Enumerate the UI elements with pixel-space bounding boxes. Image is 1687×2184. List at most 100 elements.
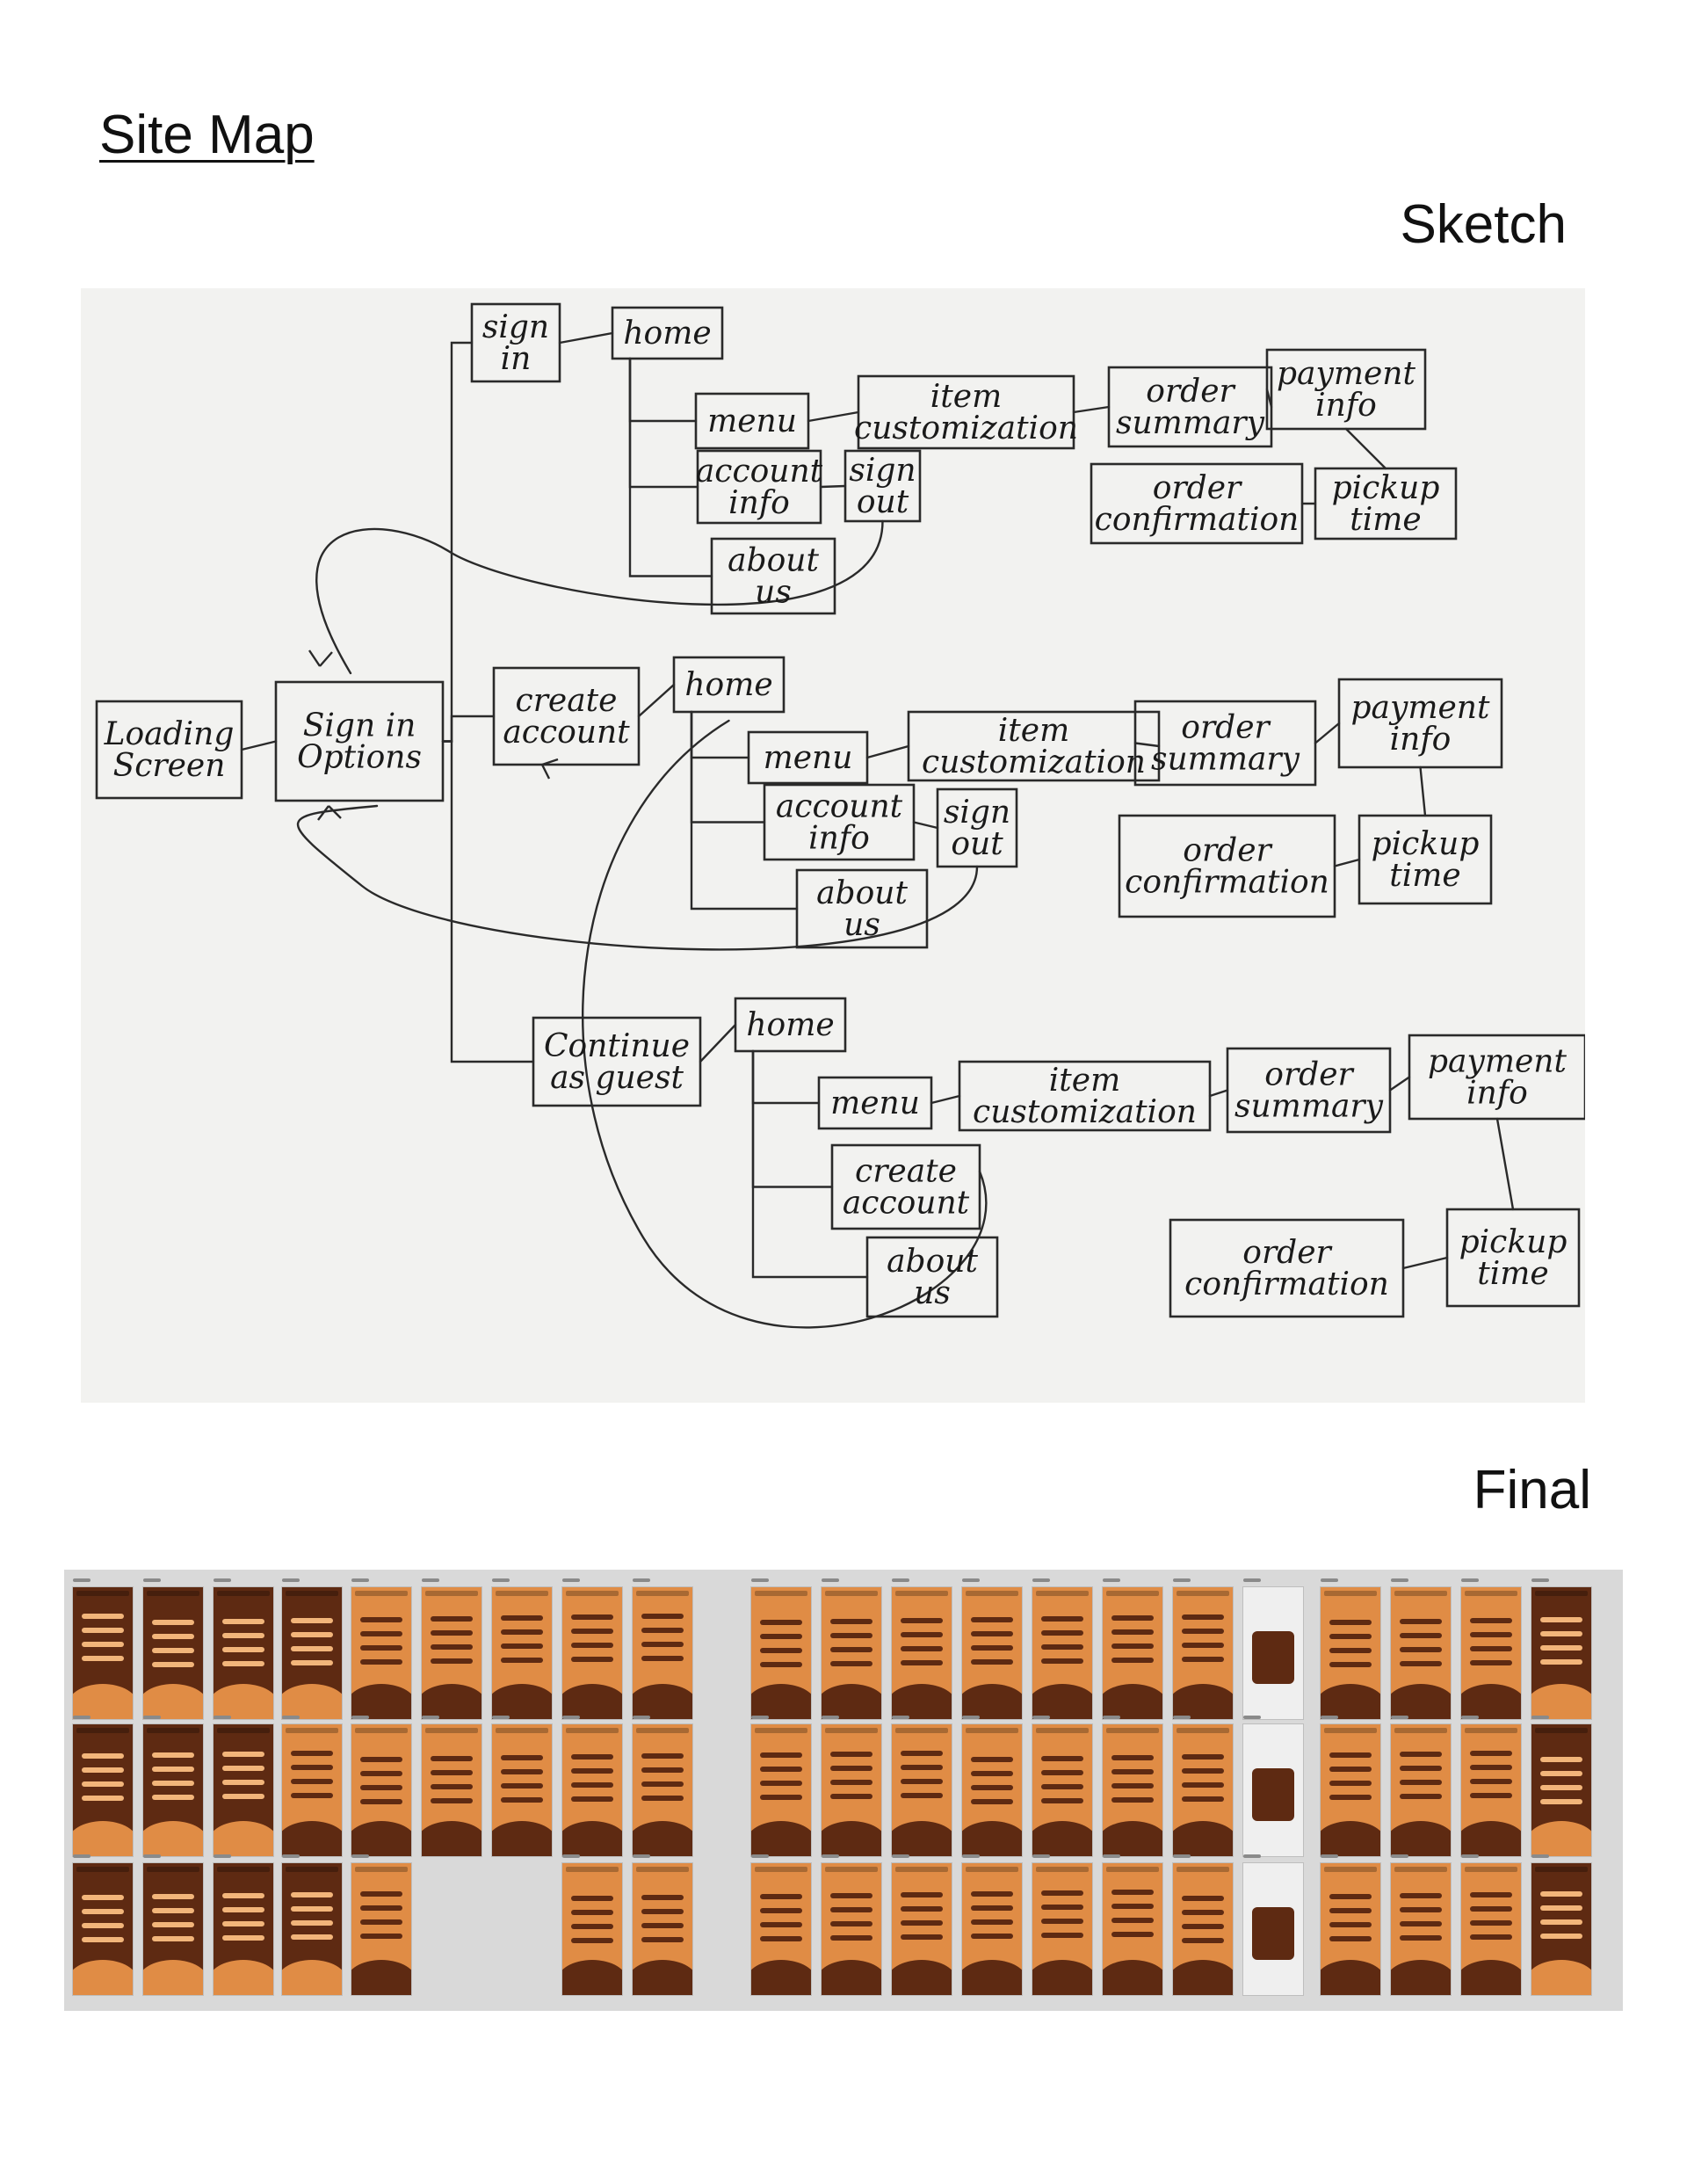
screen-thumbnail[interactable]: [73, 1863, 133, 1995]
decor-wave: [751, 1821, 811, 1856]
screen-thumbnail[interactable]: [1321, 1724, 1380, 1856]
screen-thumbnail[interactable]: [1321, 1863, 1380, 1995]
screen-thumbnail[interactable]: [1391, 1724, 1451, 1856]
screen-thumbnail[interactable]: [282, 1724, 342, 1856]
screen-thumbnail[interactable]: [351, 1863, 411, 1995]
frame-label: [282, 1578, 300, 1582]
screen-thumbnail[interactable]: [633, 1724, 692, 1856]
node-label: payment: [1277, 356, 1415, 392]
status-bar: [1324, 1728, 1377, 1733]
screen-thumbnail[interactable]: [282, 1863, 342, 1995]
screen-thumbnail[interactable]: [143, 1863, 203, 1995]
screen-thumbnail[interactable]: [1103, 1724, 1162, 1856]
screen-thumbnail[interactable]: [351, 1587, 411, 1719]
screen-thumbnail[interactable]: [1173, 1724, 1233, 1856]
screen-thumbnail[interactable]: [1243, 1863, 1303, 1995]
screen-thumbnail[interactable]: [73, 1587, 133, 1719]
screen-thumbnail[interactable]: [143, 1587, 203, 1719]
screen-thumbnail[interactable]: [1032, 1863, 1092, 1995]
screen-thumbnail[interactable]: [822, 1724, 881, 1856]
screen-thumbnail[interactable]: [1103, 1587, 1162, 1719]
content-row: [1540, 1891, 1582, 1897]
content-row: [152, 1752, 194, 1758]
screen-thumbnail[interactable]: [962, 1587, 1022, 1719]
status-bar: [966, 1867, 1018, 1872]
content-row: [1111, 1904, 1154, 1909]
content-row: [1329, 1620, 1372, 1625]
node-box: [1265, 348, 1427, 431]
screen-thumbnail[interactable]: [422, 1724, 481, 1856]
screen-thumbnail[interactable]: [1391, 1863, 1451, 1995]
screen-thumbnail[interactable]: [1461, 1724, 1521, 1856]
status-bar: [825, 1591, 878, 1596]
status-bar: [76, 1867, 129, 1872]
screen-thumbnail[interactable]: [1391, 1587, 1451, 1719]
screen-thumbnail[interactable]: [962, 1724, 1022, 1856]
screen-thumbnail[interactable]: [1243, 1724, 1303, 1856]
node-box: [274, 680, 445, 802]
screen-thumbnail[interactable]: [1531, 1587, 1591, 1719]
screen-thumbnail[interactable]: [962, 1863, 1022, 1995]
frame-label: [492, 1716, 510, 1719]
status-bar: [566, 1867, 619, 1872]
screen-thumbnail[interactable]: [1032, 1724, 1092, 1856]
content-row: [360, 1631, 402, 1636]
node-label: pickup: [1332, 470, 1440, 506]
screen-thumbnail[interactable]: [214, 1863, 273, 1995]
screen-thumbnail[interactable]: [1173, 1587, 1233, 1719]
node-box: [696, 449, 822, 525]
content-row: [1111, 1615, 1154, 1621]
screen-thumbnail[interactable]: [492, 1587, 552, 1719]
screen-thumbnail[interactable]: [1531, 1863, 1591, 1995]
screen-thumbnail[interactable]: [492, 1724, 552, 1856]
screen-thumbnail[interactable]: [633, 1587, 692, 1719]
content-row: [1470, 1618, 1512, 1623]
status-bar: [966, 1728, 1018, 1733]
content-row: [641, 1753, 684, 1759]
screen-thumbnail[interactable]: [751, 1587, 811, 1719]
screen-thumbnail[interactable]: [282, 1587, 342, 1719]
screen-thumbnail[interactable]: [1531, 1724, 1591, 1856]
content-row: [82, 1923, 124, 1928]
content-row: [571, 1657, 613, 1662]
screen-thumbnail[interactable]: [562, 1863, 622, 1995]
screen-thumbnail[interactable]: [1243, 1587, 1303, 1719]
node-label: summary: [1151, 742, 1300, 778]
content-row: [1111, 1783, 1154, 1789]
screen-thumbnail[interactable]: [892, 1724, 952, 1856]
screen-thumbnail[interactable]: [633, 1863, 692, 1995]
node-label: home: [623, 316, 711, 352]
frame-label: [1461, 1578, 1479, 1582]
content-row: [571, 1768, 613, 1774]
screen-thumbnail[interactable]: [73, 1724, 133, 1856]
screen-thumbnail[interactable]: [1461, 1587, 1521, 1719]
node-label: sign: [944, 795, 1010, 831]
screen-thumbnail[interactable]: [562, 1587, 622, 1719]
screen-thumbnail[interactable]: [892, 1587, 952, 1719]
screen-thumbnail[interactable]: [143, 1724, 203, 1856]
screen-thumbnail[interactable]: [214, 1587, 273, 1719]
decor-wave: [1032, 1684, 1092, 1719]
screen-thumbnail[interactable]: [822, 1863, 881, 1995]
screen-thumbnail[interactable]: [1032, 1587, 1092, 1719]
screen-thumbnail[interactable]: [892, 1863, 952, 1995]
screen-thumbnail[interactable]: [562, 1724, 622, 1856]
node-box: [747, 730, 869, 785]
screen-thumbnail[interactable]: [214, 1724, 273, 1856]
content-row: [571, 1643, 613, 1648]
screen-thumbnail[interactable]: [1461, 1863, 1521, 1995]
screen-thumbnail[interactable]: [1173, 1863, 1233, 1995]
screen-thumbnail[interactable]: [822, 1587, 881, 1719]
screen-thumbnail[interactable]: [1103, 1863, 1162, 1995]
node-label: info: [1315, 388, 1377, 424]
screen-thumbnail[interactable]: [1321, 1587, 1380, 1719]
status-bar: [895, 1867, 948, 1872]
content-row: [971, 1891, 1013, 1897]
content-row: [222, 1893, 264, 1898]
screen-thumbnail[interactable]: [351, 1724, 411, 1856]
screen-thumbnail[interactable]: [751, 1863, 811, 1995]
screen-thumbnail[interactable]: [751, 1724, 811, 1856]
screen-thumbnail[interactable]: [422, 1587, 481, 1719]
